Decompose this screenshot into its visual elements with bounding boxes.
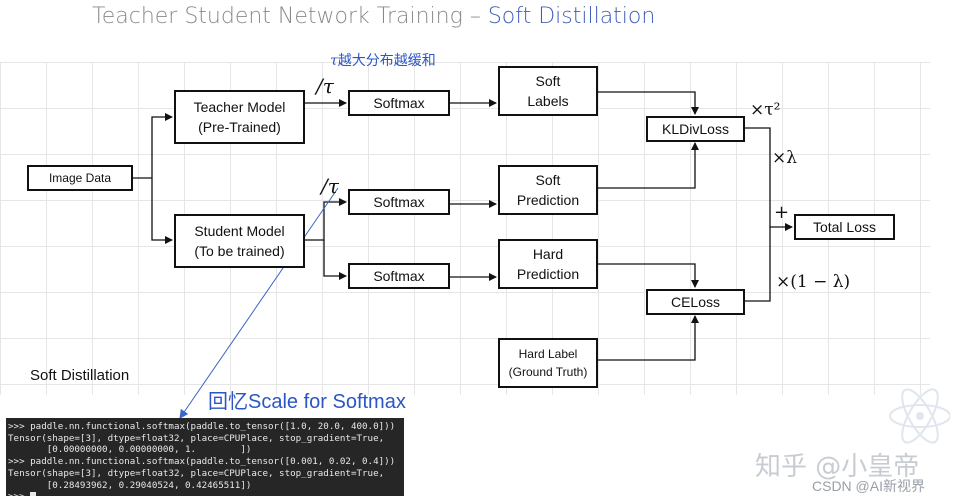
arrow-hard-label-to-celoss: [598, 315, 699, 361]
console-output: >>> paddle.nn.functional.softmax(paddle.…: [6, 418, 404, 496]
times-lambda-label: ×λ: [772, 148, 798, 168]
arrow-celoss-to-total: [745, 227, 771, 302]
kldivloss-box: KLDivLoss: [646, 116, 745, 142]
softmax-student-soft-box: Softmax: [348, 189, 450, 215]
recall-note: 回忆Scale for Softmax: [208, 391, 406, 413]
arrow-hard-prediction-to-celoss: [598, 263, 699, 288]
image-data-box: Image Data: [27, 165, 133, 191]
plus-label: +: [774, 202, 790, 223]
student-model-box: Student Model (To be trained): [174, 214, 305, 268]
celoss-box: CELoss: [646, 289, 745, 315]
hard-prediction-box: Hard Prediction: [498, 239, 598, 289]
total-loss-box: Total Loss: [794, 214, 895, 240]
csdn-watermark: CSDN @AI新视界: [812, 478, 925, 494]
softmax-student-hard-box: Softmax: [348, 263, 450, 289]
soft-prediction-box: Soft Prediction: [498, 165, 598, 215]
slide-title: Teacher Student Network Training – Soft …: [92, 4, 655, 29]
console-line: >>> paddle.nn.functional.softmax(paddle.…: [8, 421, 396, 432]
arrow-soft-prediction-to-kldiv: [598, 142, 699, 189]
div-tau-teacher-label: /τ: [316, 74, 334, 98]
arrow-student-to-softmax-soft: [305, 198, 347, 241]
console-line: [0.28493962, 0.29040524, 0.42465511]): [8, 479, 252, 491]
times-tau-squared-label: ×τ²: [750, 100, 781, 120]
soft-labels-box: Soft Labels: [498, 66, 598, 116]
hard-label-box: Hard Label (Ground Truth): [498, 338, 598, 388]
slide-title-accent: Soft Distillation: [487, 4, 656, 29]
tau-note: τ越大分布越缓和: [330, 50, 436, 70]
div-tau-student-label: /τ: [321, 174, 339, 198]
zhihu-watermark: 知乎 @小皇帝: [755, 452, 920, 482]
console-cursor: [30, 492, 37, 496]
arrow-image-to-student: [151, 178, 173, 244]
atom-watermark-icon: [889, 388, 950, 444]
section-label: Soft Distillation: [30, 367, 130, 384]
console-prompt: >>>: [8, 491, 30, 496]
arrow-kldiv-to-total: [745, 127, 793, 231]
console-line: Tensor(shape=[3], dtype=float32, place=C…: [8, 432, 385, 444]
tau-note-text: 越大分布越缓和: [337, 52, 436, 68]
console-line: >>> paddle.nn.functional.softmax(paddle.…: [8, 456, 396, 468]
tau-symbol: τ: [330, 53, 338, 69]
arrow-image-to-teacher: [133, 113, 173, 179]
arrow-student-to-softmax-hard: [323, 240, 347, 280]
console-line: Tensor(shape=[3], dtype=float32, place=C…: [8, 467, 385, 479]
console-prompt-line: >>>: [8, 491, 402, 496]
softmax-teacher-box: Softmax: [348, 90, 450, 116]
arrow-soft-labels-to-kldiv: [598, 91, 699, 115]
teacher-model-box: Teacher Model (Pre-Trained): [174, 90, 305, 144]
recall-pointer-arrow: [179, 187, 339, 419]
console-line: [0.00000000, 0.00000000, 1. ]): [8, 444, 252, 456]
slide-title-main: Teacher Student Network Training –: [92, 4, 488, 29]
times-one-minus-lambda-label: ×(1 − λ): [776, 272, 851, 292]
